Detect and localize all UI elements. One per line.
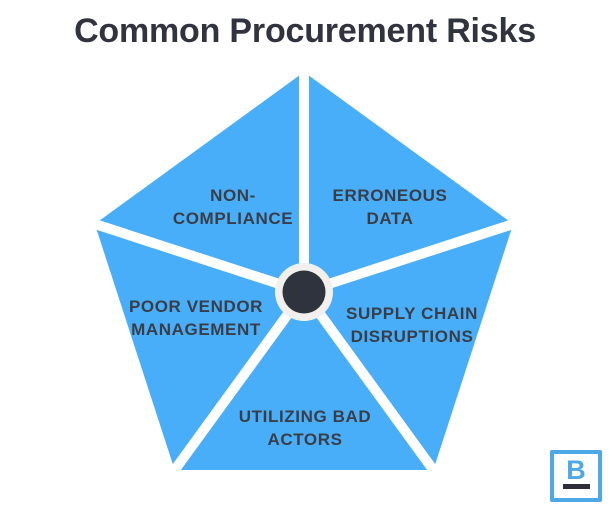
segment-label-utilizing-bad-actors: UTILIZING BAD ACTORS (239, 405, 371, 451)
segment-label-erroneous-data: ERRONEOUS DATA (333, 184, 448, 230)
segment-label-line: ERRONEOUS (332, 186, 448, 205)
segment-label-line: NON- (210, 186, 256, 205)
segment-label-line: MANAGEMENT (131, 320, 261, 339)
segment-label-line: DATA (366, 209, 414, 228)
segment-label-line: POOR VENDOR (128, 297, 264, 316)
brand-logo-underscore-icon (562, 484, 590, 489)
brand-logo-letter: B (566, 455, 586, 485)
segment-label-poor-vendor-management: POOR VENDOR MANAGEMENT (129, 295, 263, 341)
segment-divider-bottom-right (299, 289, 446, 484)
brand-logo: B (550, 450, 602, 502)
page-title: Common Procurement Risks (74, 12, 536, 50)
segment-divider-left (80, 215, 306, 297)
segment-label-line: UTILIZING BAD (238, 407, 372, 426)
segment-label-line: COMPLIANCE (172, 209, 294, 228)
segment-label-line: DISRUPTIONS (350, 327, 474, 346)
segment-label-non-compliance: NON- COMPLIANCE (173, 184, 293, 230)
segment-label-supply-chain-disruptions: SUPPLY CHAIN DISRUPTIONS (346, 302, 478, 348)
center-circle-icon (282, 270, 326, 314)
segment-label-line: ACTORS (267, 430, 343, 449)
segment-label-line: SUPPLY CHAIN (346, 304, 478, 323)
segment-divider-right (302, 215, 528, 297)
segment-divider-bottom-left (162, 289, 309, 484)
